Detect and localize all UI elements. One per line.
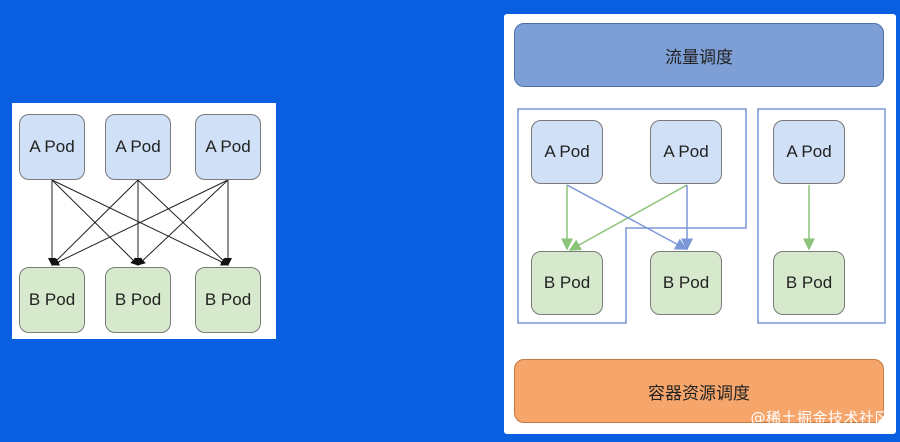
group-1-b-pod-1: B Pod	[531, 251, 603, 315]
mesh-diagram-panel: A Pod A Pod A Pod B Pod B Pod B Pod	[12, 103, 276, 339]
group-2-outline	[757, 108, 886, 324]
watermark-text: @稀土掘金技术社区	[750, 409, 890, 427]
group-edges	[517, 108, 886, 324]
edge-a2-b1	[51, 179, 139, 266]
b-pod-3: B Pod	[195, 267, 261, 333]
a-pod-2: A Pod	[105, 114, 171, 180]
group-1-a-pod-2: A Pod	[650, 120, 722, 184]
container-resource-scheduling-bar: 容器资源调度	[514, 359, 884, 423]
scheduling-diagram-panel: 流量调度 A Pod A Pod B Pod B Pod A Pod B Pod…	[504, 14, 896, 434]
group-2-b-pod-1: B Pod	[773, 251, 845, 315]
group-1-b-pod-2: B Pod	[650, 251, 722, 315]
group-1-outline	[517, 108, 747, 324]
group-2-a-pod-1: A Pod	[773, 120, 845, 184]
mesh-edges	[48, 179, 232, 266]
edge-a3-b1	[51, 179, 229, 266]
b-pod-2: B Pod	[105, 267, 171, 333]
traffic-scheduling-bar: 流量调度	[514, 23, 884, 87]
group-1-a-pod-1: A Pod	[531, 120, 603, 184]
a-pod-3: A Pod	[195, 114, 261, 180]
edge-g1-a1-b2	[566, 184, 688, 250]
edge-a3-b2	[137, 179, 229, 266]
a-pod-1: A Pod	[19, 114, 85, 180]
b-pod-1: B Pod	[19, 267, 85, 333]
